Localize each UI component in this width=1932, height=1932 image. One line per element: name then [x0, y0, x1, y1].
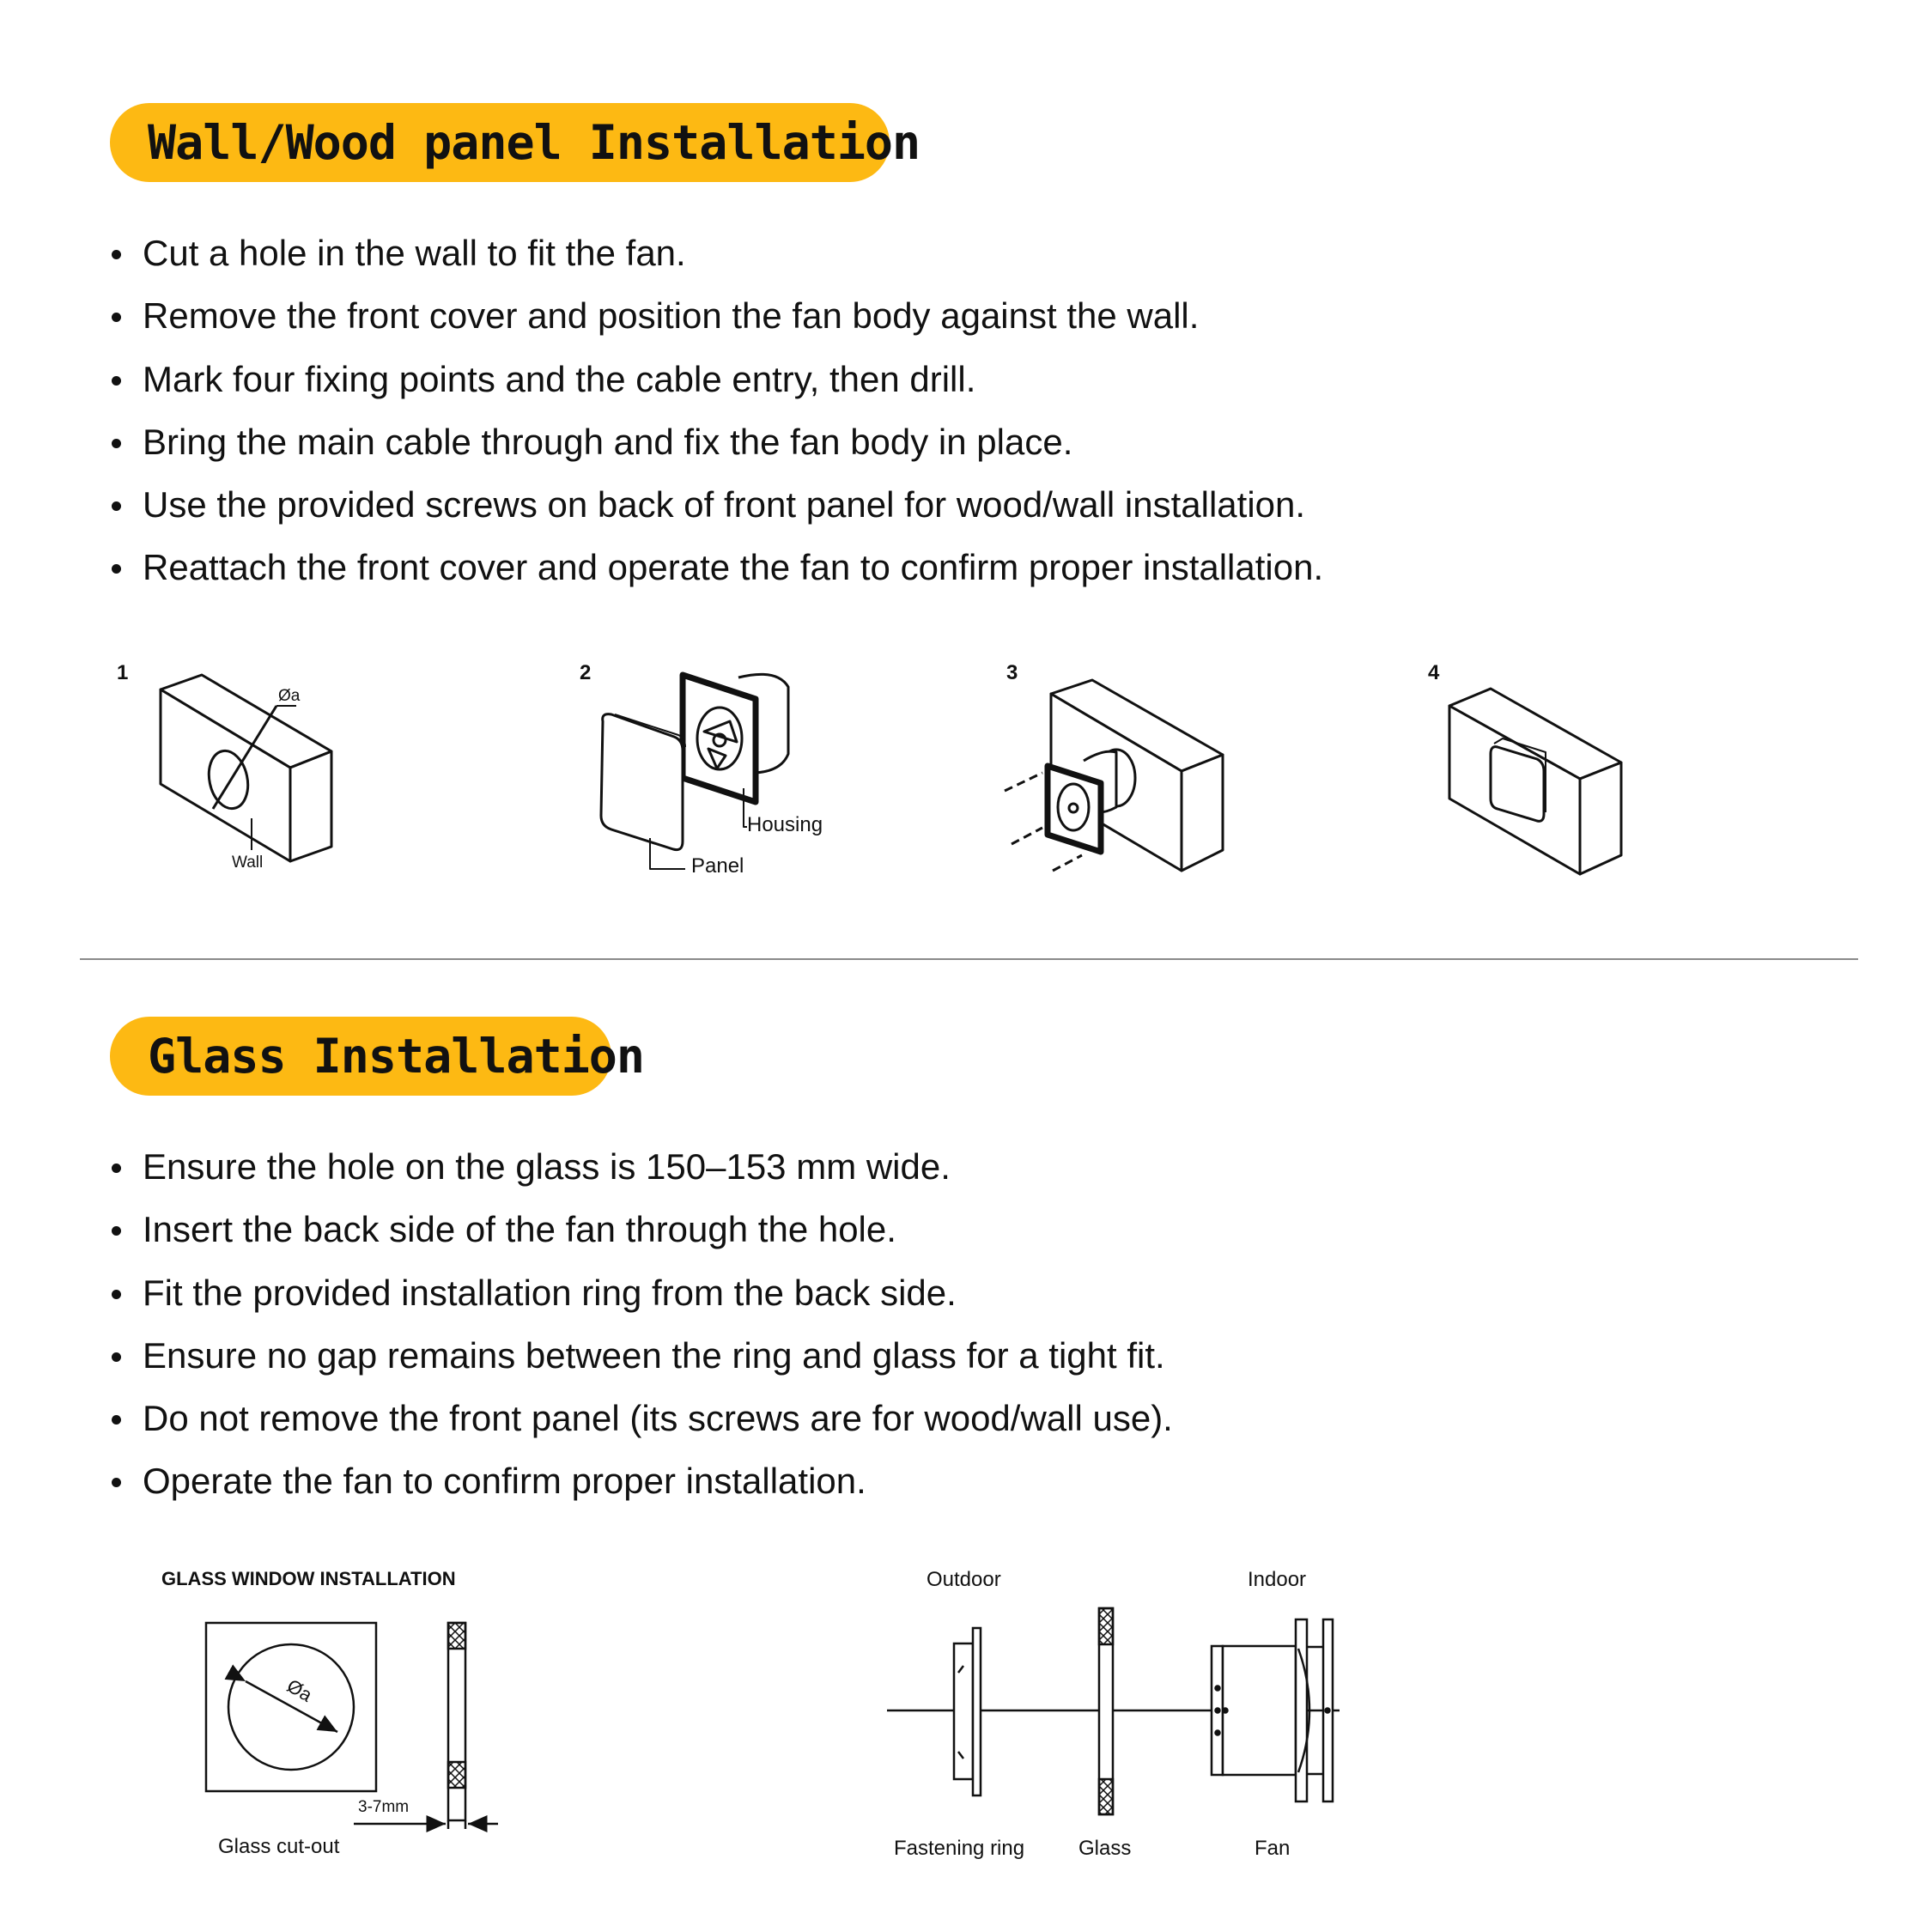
wall-section-title: Wall/Wood panel Installation: [148, 115, 920, 170]
wall-steps-list: Cut a hole in the wall to fit the fan. R…: [109, 222, 1323, 599]
glass-thickness-label: 3-7mm: [358, 1798, 410, 1816]
glass-window-heading: GLASS WINDOW INSTALLATION: [161, 1568, 456, 1589]
list-item: Fit the provided installation ring from …: [109, 1261, 1173, 1324]
step-number-2: 2: [580, 661, 592, 684]
glass-steps-list: Ensure the hole on the glass is 150–153 …: [109, 1135, 1173, 1513]
fan-label: Fan: [1255, 1837, 1291, 1860]
section-divider: [80, 958, 1858, 960]
step-number-4: 4: [1428, 661, 1440, 684]
indoor-label: Indoor: [1248, 1568, 1307, 1591]
list-item: Remove the front cover and position the …: [109, 284, 1323, 347]
list-item: Bring the main cable through and fix the…: [109, 410, 1323, 473]
list-item: Operate the fan to confirm proper instal…: [109, 1449, 1173, 1512]
list-item: Cut a hole in the wall to fit the fan.: [109, 222, 1323, 284]
glass-cutout-caption: Glass cut-out: [218, 1835, 340, 1858]
list-item: Reattach the front cover and operate the…: [109, 536, 1323, 598]
fastening-ring-label: Fastening ring: [894, 1837, 1025, 1860]
step-number-3: 3: [1006, 661, 1018, 684]
glass-section-title: Glass Installation: [148, 1029, 645, 1084]
panel-label: Panel: [691, 854, 744, 878]
list-item: Mark four fixing points and the cable en…: [109, 348, 1323, 410]
list-item: Insert the back side of the fan through …: [109, 1198, 1173, 1261]
glass-section-title-pill: Glass Installation: [110, 1017, 645, 1096]
wall-label: Wall: [232, 854, 264, 872]
step-number-1: 1: [117, 661, 129, 684]
list-item: Ensure no gap remains between the ring a…: [109, 1324, 1173, 1387]
list-item: Ensure the hole on the glass is 150–153 …: [109, 1135, 1173, 1198]
wall-section-title-pill: Wall/Wood panel Installation: [110, 103, 920, 182]
diameter-label: Øa: [278, 687, 301, 705]
list-item: Use the provided screws on back of front…: [109, 473, 1323, 536]
housing-label: Housing: [747, 813, 823, 836]
outdoor-label: Outdoor: [927, 1568, 1001, 1591]
list-item: Do not remove the front panel (its screw…: [109, 1387, 1173, 1449]
glass-label: Glass: [1078, 1837, 1132, 1860]
